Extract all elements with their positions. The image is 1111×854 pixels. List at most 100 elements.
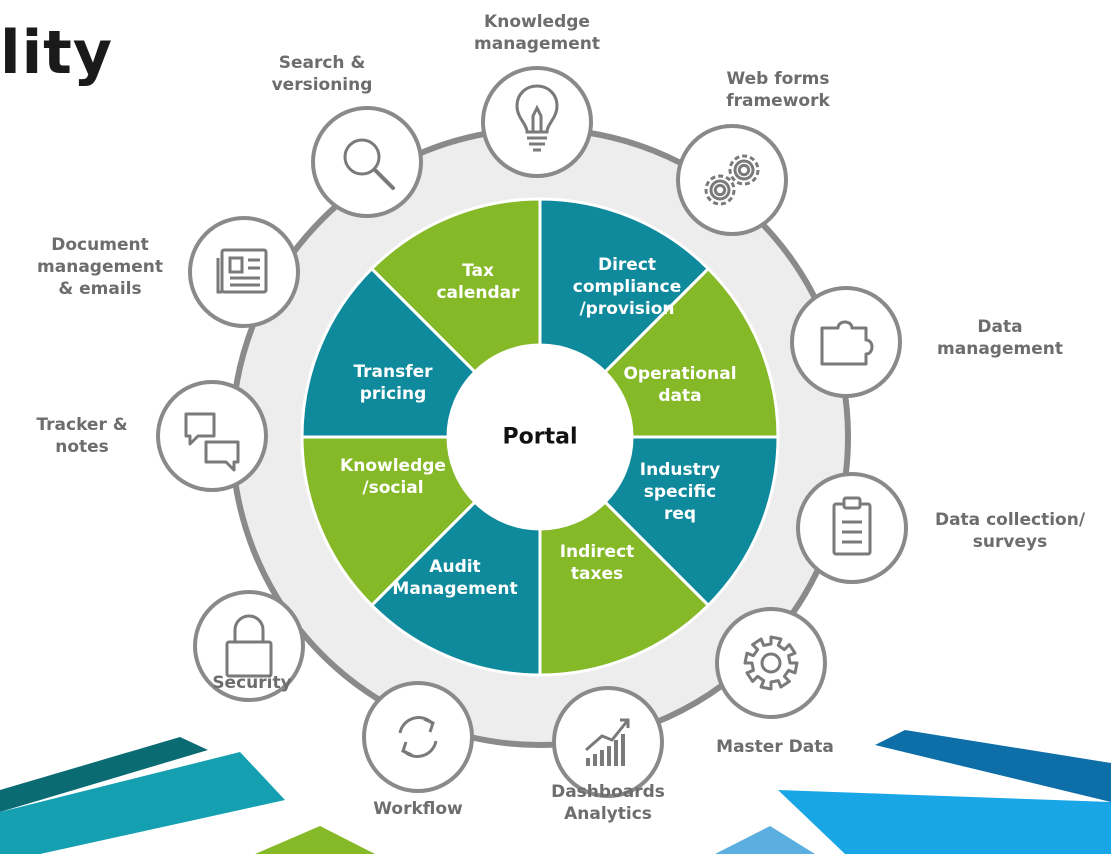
module-label: Tracker &notes <box>36 414 127 458</box>
stripe-light-blue <box>715 826 815 854</box>
segment-label-line: Audit <box>429 557 481 577</box>
segment-label-line: taxes <box>570 564 624 584</box>
module-refresh <box>362 681 474 793</box>
module-circle <box>188 216 300 328</box>
stripe-dark-teal <box>0 737 208 812</box>
gears-icon <box>704 154 760 206</box>
module-label-line: Data collection/ <box>934 510 1086 530</box>
segment-label-line: Transfer <box>353 362 433 382</box>
module-lightbulb <box>481 66 593 178</box>
lightbulb-icon <box>515 84 559 152</box>
segment-label-line: Direct <box>597 255 657 275</box>
segment-label-line: data <box>658 386 702 406</box>
module-label-line: management <box>474 34 600 54</box>
module-label-line: versioning <box>271 75 373 95</box>
module-puzzle <box>790 286 902 398</box>
module-label-line: Dashboards <box>551 782 665 802</box>
segment-label-line: /provision <box>579 299 675 319</box>
module-label-line: & emails <box>58 279 142 299</box>
module-label: Workflow <box>373 798 463 820</box>
magnifier-icon <box>343 138 395 190</box>
module-label-line: notes <box>55 437 109 457</box>
module-magnifier <box>311 106 423 218</box>
segment-label-line: calendar <box>436 283 520 303</box>
clipboard-icon <box>832 496 872 556</box>
stripe-green <box>255 826 375 854</box>
segments-layer <box>300 197 780 677</box>
module-gears <box>676 124 788 236</box>
module-label: Master Data <box>716 736 834 758</box>
center-hub <box>448 345 632 529</box>
segment-label: Knowledge/social <box>340 455 446 499</box>
module-label-line: Security <box>212 673 292 693</box>
module-chat-bubbles <box>156 380 268 492</box>
module-circle <box>311 106 423 218</box>
module-label-line: Tracker & <box>36 415 128 435</box>
segment-label-line: req <box>663 504 697 524</box>
center-label: Portal <box>502 424 578 450</box>
segment-label-line: /social <box>362 478 424 498</box>
module-clipboard <box>796 472 908 584</box>
module-label-line: Workflow <box>373 799 463 819</box>
module-label: Data collection/surveys <box>935 509 1085 553</box>
bar-chart-icon <box>585 718 630 766</box>
module-circle <box>676 124 788 236</box>
module-label-line: surveys <box>972 532 1048 552</box>
background-stripes <box>0 730 1111 854</box>
module-newspaper <box>188 216 300 328</box>
module-label: Search &versioning <box>272 52 373 96</box>
module-gear <box>715 607 827 719</box>
segment-label-line: Industry <box>639 460 721 480</box>
module-label-line: Search & <box>278 53 366 73</box>
segment-label-line: Tax <box>462 261 494 281</box>
module-circle <box>193 590 305 702</box>
module-label-line: Data <box>977 317 1023 337</box>
stripe-teal <box>0 752 285 854</box>
module-circle <box>481 66 593 178</box>
modules-layer <box>156 66 908 798</box>
newspaper-icon <box>216 248 268 294</box>
module-label-line: Master Data <box>716 737 834 757</box>
module-lock <box>193 590 305 702</box>
segment-label-line: Knowledge <box>340 456 446 476</box>
module-circle <box>552 686 664 798</box>
segment-label-line: Operational <box>623 364 737 384</box>
stripe-dark-blue <box>875 730 1111 802</box>
module-circle <box>362 681 474 793</box>
module-label-line: Web forms <box>726 69 830 89</box>
segment-label-line: Indirect <box>559 542 635 562</box>
module-label-line: management <box>37 257 163 277</box>
refresh-icon <box>398 716 438 758</box>
segment-label-line: pricing <box>359 384 427 404</box>
lock-icon <box>225 614 273 678</box>
gear-icon <box>743 635 799 691</box>
chat-bubbles-icon <box>184 412 240 472</box>
segment-label-line: Management <box>392 579 518 599</box>
module-circle <box>796 472 908 584</box>
module-label-line: Analytics <box>564 804 652 824</box>
puzzle-icon <box>820 320 874 366</box>
stripe-blue <box>778 790 1111 854</box>
module-circle <box>790 286 902 398</box>
module-circle <box>715 607 827 719</box>
page-title: lity <box>0 18 113 88</box>
segment-label-line: compliance <box>572 277 682 297</box>
module-label-line: Document <box>51 235 149 255</box>
module-label-line: framework <box>726 91 830 111</box>
module-label-line: management <box>937 339 1063 359</box>
module-bar-chart <box>552 686 664 798</box>
